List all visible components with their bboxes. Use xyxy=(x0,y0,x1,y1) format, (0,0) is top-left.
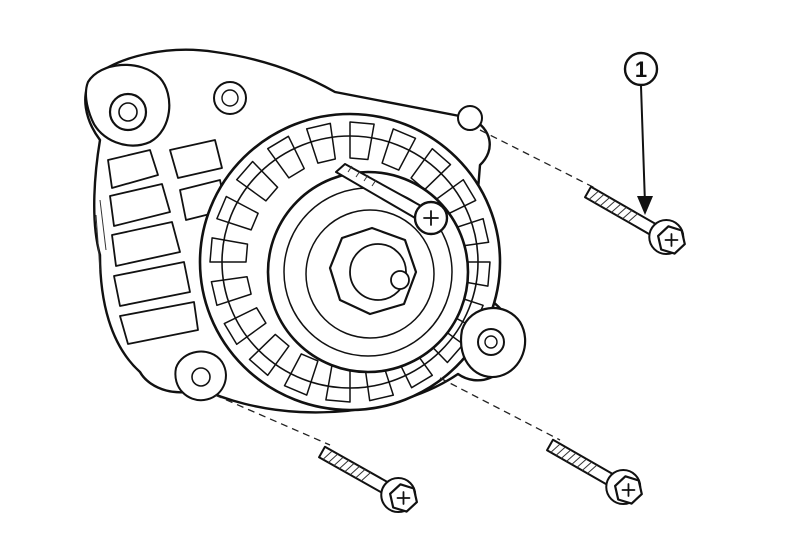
bolt-thread xyxy=(616,206,627,216)
bolt-thread xyxy=(611,203,622,213)
bolt-thread xyxy=(328,453,339,463)
installed-bolt xyxy=(335,163,449,236)
bolt-thread xyxy=(588,190,599,200)
lower-left-bolt-path xyxy=(214,394,331,446)
upper-right-boss xyxy=(457,105,483,131)
bolt-thread xyxy=(627,213,639,223)
bolt-thread xyxy=(581,461,593,471)
loose-bolts xyxy=(318,185,686,514)
bolt-thread xyxy=(622,210,633,220)
rear-cooling-fins xyxy=(95,139,227,345)
vent-slot xyxy=(248,333,290,377)
upper-boss xyxy=(213,81,247,115)
callout-1: 1 xyxy=(623,51,659,215)
callout-number: 1 xyxy=(635,57,647,82)
vent-slot xyxy=(235,160,279,202)
bolt-thread xyxy=(555,446,566,456)
vent-slot xyxy=(381,128,417,171)
bolt-thread xyxy=(344,462,355,473)
alternator-lower-ear xyxy=(174,350,227,402)
bolt-thread xyxy=(576,458,587,468)
callout-arrowhead xyxy=(637,196,653,215)
vent-slot xyxy=(223,307,267,346)
bolt-thread xyxy=(360,472,371,482)
vent-slot xyxy=(349,121,375,161)
alignment-lines xyxy=(214,129,596,446)
callout-leader xyxy=(640,85,646,205)
vent-slot xyxy=(266,135,305,179)
bolt-thread xyxy=(355,469,366,479)
bolt-thread xyxy=(605,200,616,210)
vent-slot xyxy=(209,237,249,263)
upper-bolt-path xyxy=(479,129,596,189)
bolt-thread xyxy=(571,455,582,465)
bolt-thread xyxy=(322,450,333,460)
vent-slot xyxy=(216,195,259,231)
bolt-lower-left xyxy=(318,445,418,514)
bolt-thread xyxy=(338,459,350,470)
bolt-thread xyxy=(560,449,572,459)
shaft-end xyxy=(390,270,410,290)
right-ear-hole xyxy=(477,328,505,356)
bolt-thread xyxy=(333,456,344,466)
vent-slot xyxy=(305,122,337,164)
bolt-thread xyxy=(594,193,605,204)
lower-right-bolt-path xyxy=(439,377,561,441)
vent-slot xyxy=(210,275,252,307)
bolt-thread xyxy=(599,197,611,207)
upper-ear-hole xyxy=(108,92,148,132)
bolt-thread xyxy=(587,464,598,474)
bolt-lower-right xyxy=(546,438,643,506)
bolt-thread xyxy=(566,452,577,462)
bolt-thread xyxy=(550,443,561,453)
vent-slot xyxy=(283,353,319,396)
alternator-icon xyxy=(84,48,527,414)
bolt-upper-right xyxy=(584,185,686,256)
bolt-thread xyxy=(349,465,360,476)
